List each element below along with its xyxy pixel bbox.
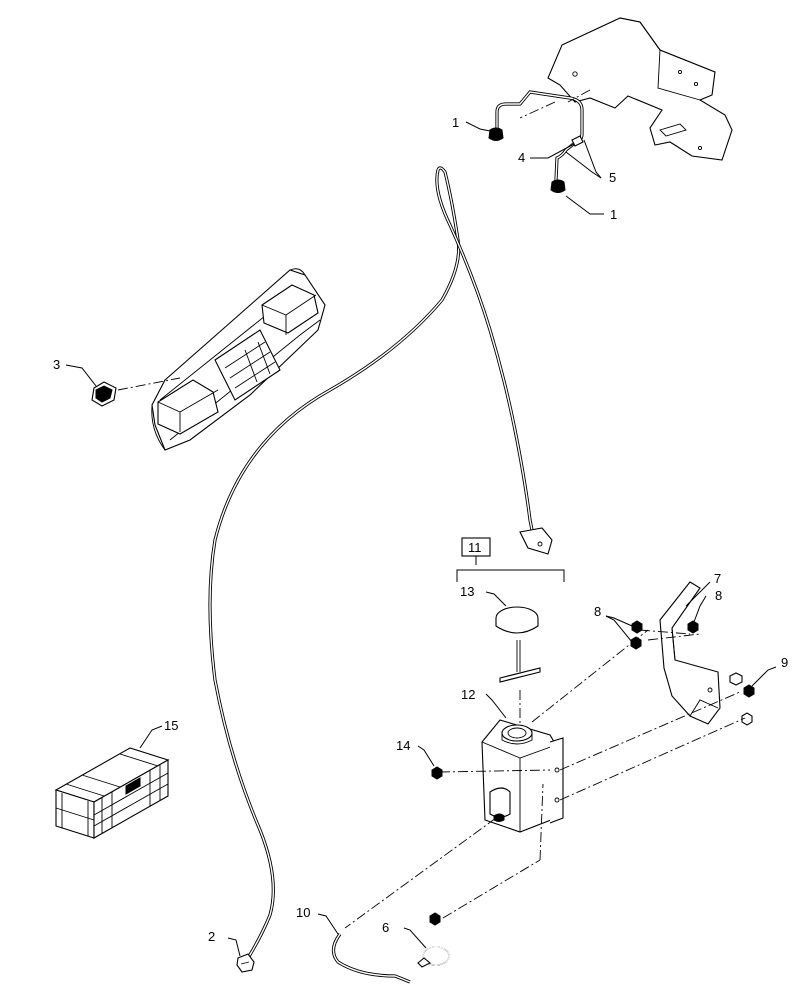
bolt-8-right <box>687 620 699 634</box>
nut-14 <box>431 766 443 780</box>
assembly-centerlines <box>117 89 746 929</box>
callout-5: 5 <box>609 170 616 185</box>
bolt-8-top <box>631 620 643 634</box>
callout-9: 9 <box>781 655 788 670</box>
shipping-crate-kit <box>54 747 170 839</box>
callout-1-top: 1 <box>452 115 459 130</box>
callout-8-right: 8 <box>715 588 722 603</box>
washer-reservoir-tank <box>481 719 564 833</box>
kit-bracket-11 <box>456 537 565 582</box>
callout-12: 12 <box>461 687 475 702</box>
washer-nozzle-end <box>236 953 255 973</box>
washer-nozzle-top <box>488 127 504 141</box>
cab-light-housing <box>151 268 326 451</box>
callout-1-bottom: 1 <box>610 207 617 222</box>
hose-clamp <box>417 946 450 968</box>
callout-labels: 1 1 2 3 4 5 6 7 8 8 9 10 11 12 13 14 15 <box>53 115 788 944</box>
short-washer-hose <box>331 933 411 984</box>
callout-11: 11 <box>468 540 482 555</box>
nut-bracket-lower <box>741 712 753 726</box>
callout-10: 10 <box>296 905 310 920</box>
callout-4: 4 <box>518 150 525 165</box>
callout-13: 13 <box>460 584 474 599</box>
callout-14: 14 <box>396 738 410 753</box>
callout-15: 15 <box>164 718 178 733</box>
reservoir-mounting-bracket <box>659 581 721 725</box>
callout-8-left: 8 <box>594 604 601 619</box>
nozzle-hose-assembly <box>495 90 584 181</box>
callout-2: 2 <box>208 929 215 944</box>
callout-3: 3 <box>53 357 60 372</box>
bolt-8-lower <box>630 636 642 650</box>
callout-7: 7 <box>714 571 721 586</box>
reservoir-cap-with-strainer <box>495 606 541 683</box>
nut-9 <box>729 672 755 698</box>
callout-6: 6 <box>382 920 389 935</box>
washer-hose-long <box>208 166 553 959</box>
callout-leaders <box>65 121 777 957</box>
washer-nozzle-bottom <box>550 179 566 193</box>
nut-lower-left <box>429 912 441 926</box>
lamp-component <box>91 381 117 407</box>
mounting-bracket <box>547 17 733 161</box>
